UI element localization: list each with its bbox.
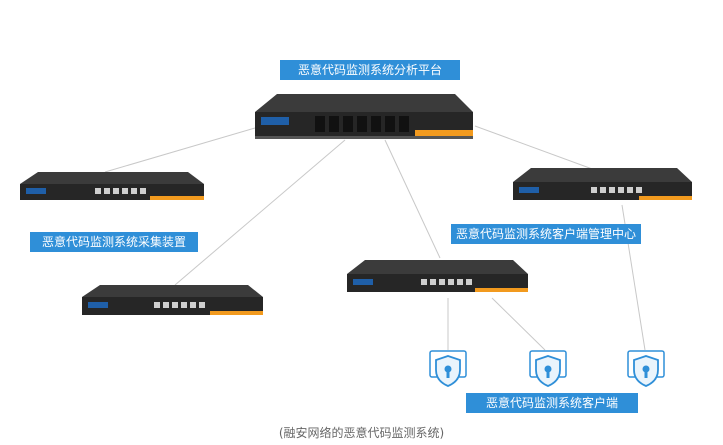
collector-device-1 bbox=[20, 172, 204, 200]
security-shield-icon bbox=[429, 350, 467, 387]
collector-label: 恶意代码监测系统采集装置 bbox=[30, 232, 198, 252]
management-center-device bbox=[513, 168, 692, 200]
probe-device bbox=[347, 260, 528, 292]
management-center-label: 恶意代码监测系统客户端管理中心 bbox=[451, 224, 641, 244]
link-platform-probe bbox=[384, 139, 441, 259]
collector-device-2 bbox=[82, 285, 263, 315]
link-platform-collector2 bbox=[174, 139, 346, 286]
analysis-platform-server bbox=[255, 94, 473, 139]
security-shield-icon bbox=[627, 350, 665, 387]
platform-label: 恶意代码监测系统分析平台 bbox=[280, 60, 460, 80]
link-platform-mgmt bbox=[474, 125, 596, 171]
figure-caption: (融安网络的恶意代码监测系统) bbox=[278, 426, 445, 440]
security-shield-icon bbox=[529, 350, 567, 387]
client-label: 恶意代码监测系统客户端 bbox=[466, 393, 638, 413]
link-platform-collector1 bbox=[104, 127, 256, 173]
link-probe-client2 bbox=[491, 297, 546, 351]
